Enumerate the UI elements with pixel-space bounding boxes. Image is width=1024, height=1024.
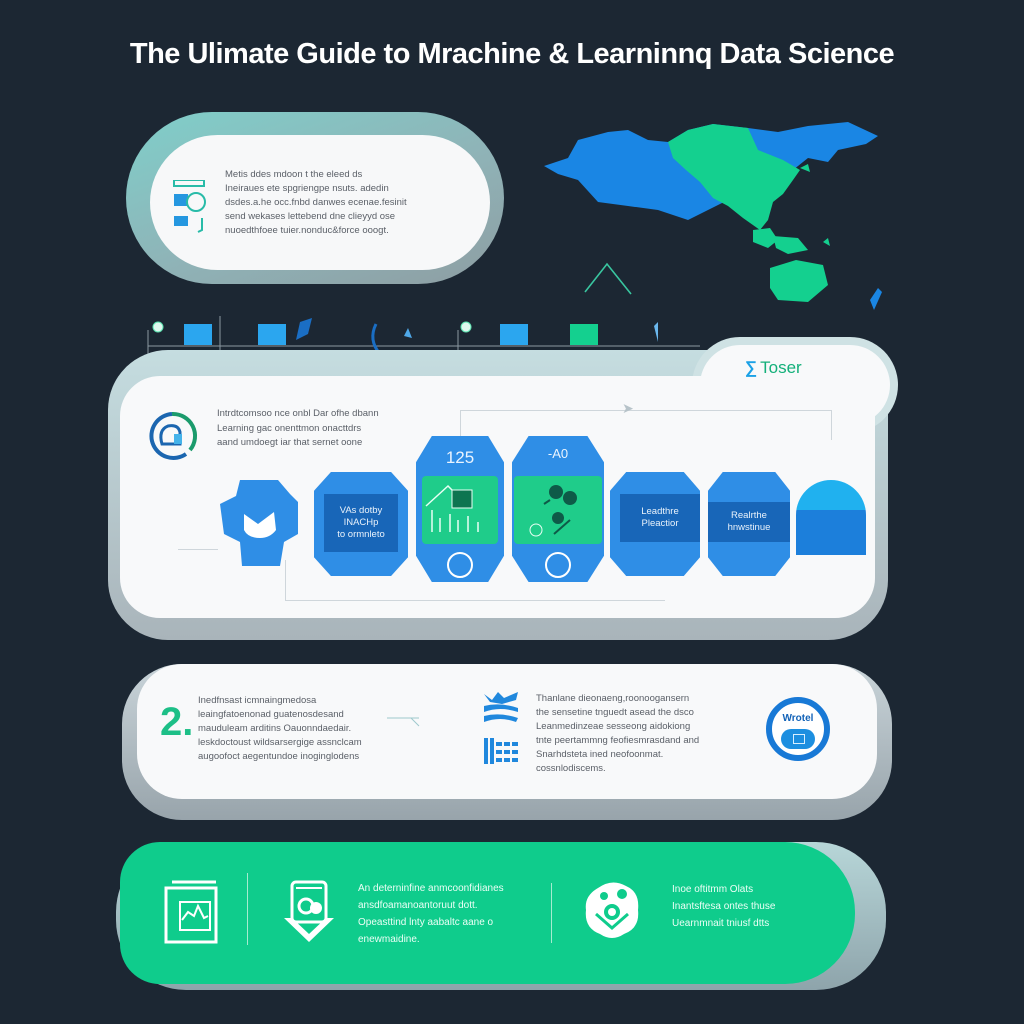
text-line: cossnlodiscems. — [536, 763, 606, 774]
text-line: enewmaidine. — [358, 934, 420, 945]
text-line: aand umdoegt iar that sernet oone — [217, 437, 363, 448]
step-6: Realrthe hnwstinue — [708, 472, 790, 576]
step-6-label: Realrthe hnwstinue — [708, 502, 790, 542]
wave-icon — [484, 692, 518, 722]
process-intro-text: Intrdtcomsoo nce onbl Dar ofhe dbann Lea… — [217, 407, 457, 451]
badge-label: Wrotel — [782, 713, 814, 724]
detail-icons — [482, 690, 522, 770]
detail-text-right: Thanlane dieonaeng,roonoogansern the sen… — [536, 692, 716, 776]
text-line: Uearnmnait tniusf dtts — [672, 918, 770, 929]
badge-button[interactable]: Wrotel — [766, 697, 830, 761]
text-line: leaingfatoenonad guatenosdesand — [198, 709, 344, 720]
step-5: Leadthre Pleactior — [610, 472, 700, 576]
home-button-icon — [447, 552, 473, 578]
text-line: send wekases lettebend dne clieyyd ose — [225, 211, 396, 222]
text-line: Leanmedinzeae sesseong aidokiong — [536, 721, 691, 732]
step-label-line: INACHp — [343, 517, 379, 528]
flow-connector — [460, 410, 832, 411]
step-label-line: Pleactior — [641, 518, 679, 529]
text-line: ansdfoamanoantoruut dott. — [358, 900, 478, 911]
brand-icon: ∑ — [745, 358, 758, 377]
step-1 — [220, 476, 298, 572]
text-line: Intrdtcomsoo nce onbl Dar ofhe dbann — [217, 408, 379, 419]
world-map-graphic — [538, 110, 888, 320]
divider — [551, 883, 552, 943]
page-title: The Ulimate Guide to Mrachine & Learninn… — [129, 38, 895, 70]
text-line: the sensetine tnguedt asead the dsco — [536, 707, 694, 718]
step-label-line: Realrthe — [731, 510, 767, 521]
chevron-up-icon — [583, 260, 633, 296]
arrow-left-icon — [387, 710, 427, 730]
grid-chart-icon — [484, 738, 518, 764]
text-line: An deterninfine anmcoonfidianes — [358, 883, 504, 894]
text-line: Inedfnsast icmnaingmedosa — [198, 695, 317, 706]
arrow-right-icon: ➤ — [622, 400, 634, 416]
divider — [247, 873, 248, 945]
text-line: tnte peertammng feofiesmrasdand and — [536, 735, 700, 746]
step-7 — [796, 480, 866, 555]
text-line: nuoedthfoee tuier.nonduc&force ooogt. — [225, 225, 389, 236]
flow-connector — [831, 410, 832, 440]
text-line: Learning gac onenttmon onacttdrs — [217, 422, 362, 434]
flow-connector — [178, 549, 218, 550]
step-5-label: Leadthre Pleactior — [620, 494, 700, 542]
detail-text-left: Inedfnsast icmnaingmedosa leaingfatoenon… — [198, 694, 398, 764]
mail-icon — [244, 512, 276, 538]
text-line: Opeasttind lnty aabaltc aane o — [358, 917, 494, 928]
summary-card — [120, 842, 855, 984]
image-frame-icon — [164, 880, 220, 946]
brand-name: Toser — [760, 358, 802, 377]
brand-logo: ∑Toser — [745, 358, 802, 378]
intro-card: Metis ddes mdoon t the eleed ds Ineiraue… — [150, 135, 490, 270]
ai-head-icon — [146, 410, 198, 462]
step-number: -A0 — [547, 446, 569, 461]
text-line: Inantsftesa ontes thuse — [672, 901, 776, 912]
data-screen — [514, 476, 602, 544]
text-line: augoofoct aegentundoe inoginglodens — [198, 751, 360, 762]
text-line: dsdes.a.he occ.fnbd danwes ecenae.fesini… — [225, 197, 407, 208]
step-3: 125 — [416, 436, 504, 582]
intro-text: Metis ddes mdoon t the eleed ds Ineiraue… — [225, 168, 475, 238]
molecule-icon — [529, 485, 577, 537]
step-number: 125 — [445, 448, 475, 467]
text-line: Thanlane dieonaeng,roonoogansern — [536, 693, 690, 704]
flow-connector — [460, 410, 461, 440]
flow-connector — [285, 560, 286, 600]
data-chart-icon — [172, 179, 212, 240]
detail-card — [137, 664, 877, 799]
step-label-line: to ormnleto — [337, 529, 385, 540]
step-label-line: Leadthre — [641, 506, 679, 517]
step-2-label: VAs dotby INACHp to ormnleto — [324, 494, 398, 552]
summary-text-right: Inoe oftitmm Olats Inantsftesa ontes thu… — [672, 881, 822, 932]
text-line: Metis ddes mdoon t the eleed ds — [225, 169, 363, 180]
step-4: -A0 — [512, 436, 604, 582]
text-line: Snarhdsteta ined neofoonmat. — [536, 749, 664, 760]
step-label-line: VAs dotby — [339, 505, 383, 516]
flow-connector — [285, 600, 665, 601]
text-line: mauduleam arditins Oauonndaedair. — [198, 723, 352, 734]
text-line: Inoe oftitmm Olats — [672, 884, 754, 895]
summary-text-middle: An deterninfine anmcoonfidianes ansdfoam… — [358, 880, 528, 948]
chart-screen — [422, 476, 498, 544]
text-line: leskdoctoust wildsarsergige assnclcam — [198, 737, 362, 748]
step-2: VAs dotby INACHp to ormnleto — [314, 472, 408, 576]
home-button-icon — [545, 552, 571, 578]
screen-icon — [781, 729, 815, 749]
section-number: 2. — [160, 700, 194, 744]
step-label-line: hnwstinue — [727, 522, 771, 533]
download-shield-icon — [280, 880, 338, 946]
network-brain-icon — [582, 878, 644, 942]
bar-chart-icon — [425, 484, 479, 532]
text-line: Ineiraues ete spgriengpe nsuts. adedin — [225, 183, 389, 194]
